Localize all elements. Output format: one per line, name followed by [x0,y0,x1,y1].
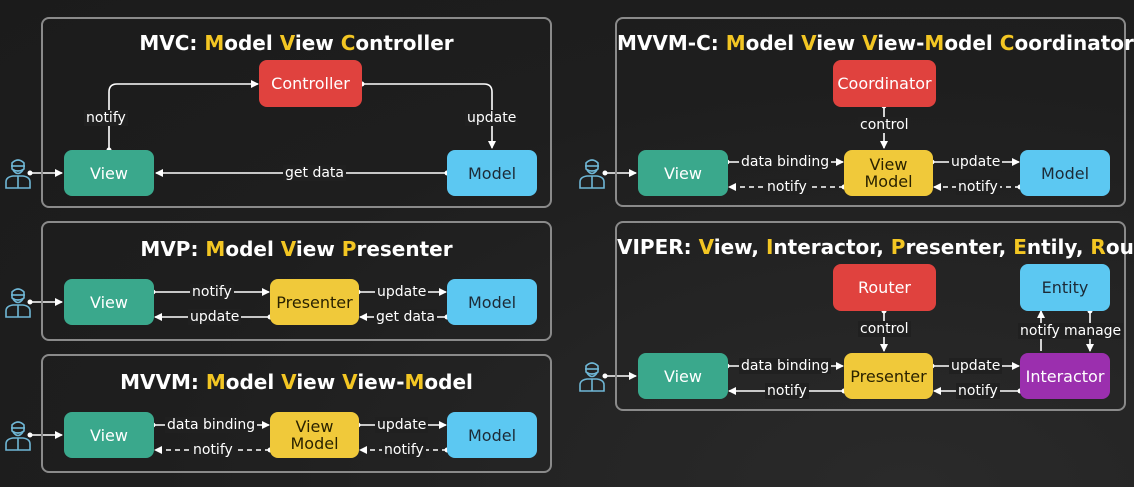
mvc-panel: MVC: Model View Controller [41,17,552,208]
mvvm-model-box: Model [447,412,537,458]
mvvm-notify-right-label: notify [382,442,426,458]
user-icon [5,421,31,451]
viper-view-box: View [638,353,728,399]
viper-update-label: update [949,358,1003,374]
mvvm-viewmodel-box: View Model [270,412,359,458]
viper-binding-label: data binding [739,358,832,374]
mvc-update-label: update [465,110,519,126]
mvp-model-box: Model [447,279,537,325]
mvc-notify-label: notify [84,110,128,126]
mvvm-view-box: View [64,412,154,458]
mvp-presenter-box: Presenter [270,279,359,325]
user-icon [5,159,31,189]
mvvm-notify-left-label: notify [191,442,235,458]
mvvmc-notify-right-label: notify [956,179,1000,195]
viper-control-label: control [858,321,911,337]
mvvmc-control-label: control [858,117,911,133]
mvvm-panel: MVVM: Model View View-Model [41,354,552,473]
viper-presenter-box: Presenter [844,353,933,399]
mvvmc-title: MVVM-C: Model View View-Model Coordinato… [617,31,1134,55]
mvvmc-update-label: update [949,154,1003,170]
viper-router-box: Router [833,264,936,311]
mvvmc-view-box: View [638,150,728,196]
mvc-model-box: Model [447,150,537,196]
mvp-view-box: View [64,279,154,325]
mvvmc-binding-label: data binding [739,154,832,170]
mvvmc-model-box: Model [1020,150,1110,196]
mvp-update-left-label: update [188,309,242,325]
user-icon [579,159,605,189]
mvp-panel: MVP: Model View Presenter [41,221,552,341]
viper-panel: VIPER: View, Interactor, Presenter, Enti… [615,221,1134,411]
mvvmc-viewmodel-box: View Model [844,150,933,196]
mvp-notify-label: notify [190,284,234,300]
mvc-view-box: View [64,150,154,196]
mvvm-binding-label: data binding [165,417,258,433]
viper-notify-up-label: notify [1018,323,1062,339]
mvvmc-panel: MVVM-C: Model View View-Model Coordinato… [615,17,1134,207]
mvvmc-notify-left-label: notify [765,179,809,195]
viper-manage-label: manage [1062,323,1124,339]
mvc-getdata-label: get data [283,165,346,181]
viper-title: VIPER: View, Interactor, Presenter, Enti… [617,235,1134,259]
user-icon [579,362,605,392]
user-icon [5,288,31,318]
mvvm-update-label: update [375,417,429,433]
mvp-getdata-label: get data [374,309,437,325]
mvvm-title: MVVM: Model View View-Model [120,370,473,394]
mvp-update-right-label: update [375,284,429,300]
viper-interactor-box: Interactor [1020,353,1110,399]
mvvmc-coordinator-box: Coordinator [833,60,936,107]
viper-entity-box: Entity [1020,264,1110,311]
mvc-title: MVC: Model View Controller [139,31,454,55]
viper-notify-right-label: notify [956,383,1000,399]
viper-notify-left-label: notify [765,383,809,399]
mvc-controller-box: Controller [259,60,362,107]
mvp-title: MVP: Model View Presenter [140,237,453,261]
